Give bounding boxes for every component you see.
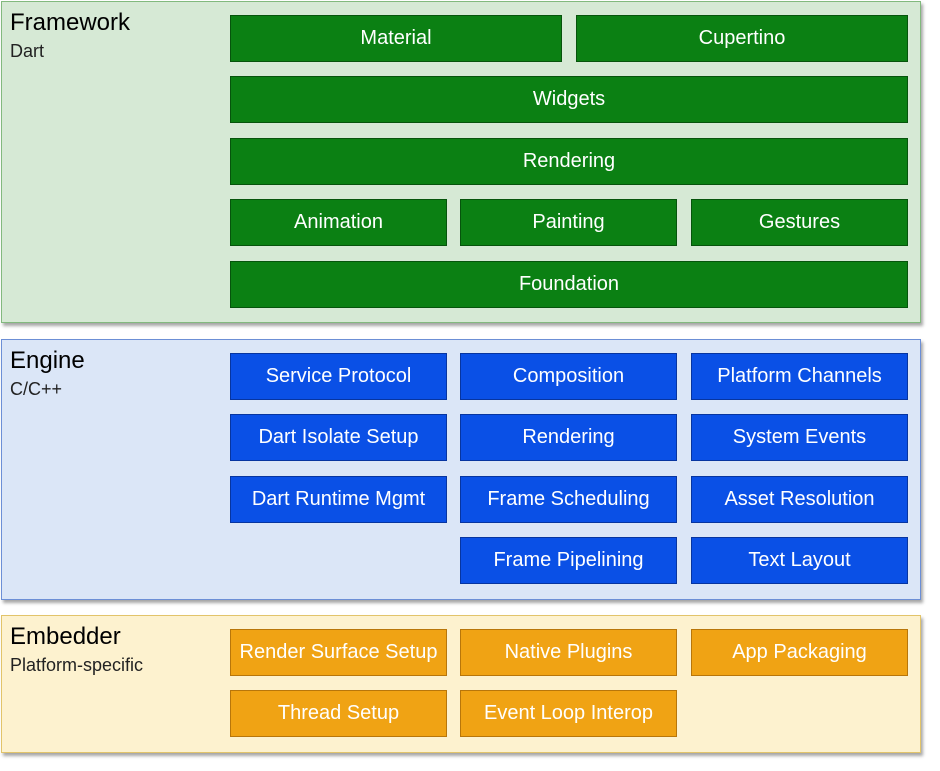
service-protocol-box: Service Protocol bbox=[230, 353, 447, 400]
framework-subtitle: Dart bbox=[10, 41, 45, 61]
engine-title: Engine bbox=[10, 347, 85, 374]
frame-scheduling-box: Frame Scheduling bbox=[460, 476, 677, 523]
gestures-box: Gestures bbox=[691, 199, 908, 246]
asset-resolution-box: Asset Resolution bbox=[691, 476, 908, 523]
system-events-box: System Events bbox=[691, 414, 908, 461]
dart-isolate-setup-box: Dart Isolate Setup bbox=[230, 414, 447, 461]
framework-title: Framework bbox=[10, 9, 131, 36]
animation-box: Animation bbox=[230, 199, 447, 246]
widgets-box: Widgets bbox=[230, 76, 908, 123]
embedder-title: Embedder bbox=[10, 623, 121, 650]
render-surface-setup-box: Render Surface Setup bbox=[230, 629, 447, 676]
event-loop-interop-box: Event Loop Interop bbox=[460, 690, 677, 737]
dart-runtime-mgmt-box: Dart Runtime Mgmt bbox=[230, 476, 447, 523]
native-plugins-box: Native Plugins bbox=[460, 629, 677, 676]
rendering-box: Rendering bbox=[230, 138, 908, 185]
painting-box: Painting bbox=[460, 199, 677, 246]
composition-box: Composition bbox=[460, 353, 677, 400]
cupertino-box: Cupertino bbox=[576, 15, 908, 62]
engine-subtitle: C/C++ bbox=[10, 379, 63, 399]
foundation-box: Foundation bbox=[230, 261, 908, 308]
material-box: Material bbox=[230, 15, 562, 62]
app-packaging-box: App Packaging bbox=[691, 629, 908, 676]
thread-setup-box: Thread Setup bbox=[230, 690, 447, 737]
text-layout-box: Text Layout bbox=[691, 537, 908, 584]
platform-channels-box: Platform Channels bbox=[691, 353, 908, 400]
engine-rendering-box: Rendering bbox=[460, 414, 677, 461]
frame-pipelining-box: Frame Pipelining bbox=[460, 537, 677, 584]
embedder-subtitle: Platform-specific bbox=[10, 655, 144, 675]
